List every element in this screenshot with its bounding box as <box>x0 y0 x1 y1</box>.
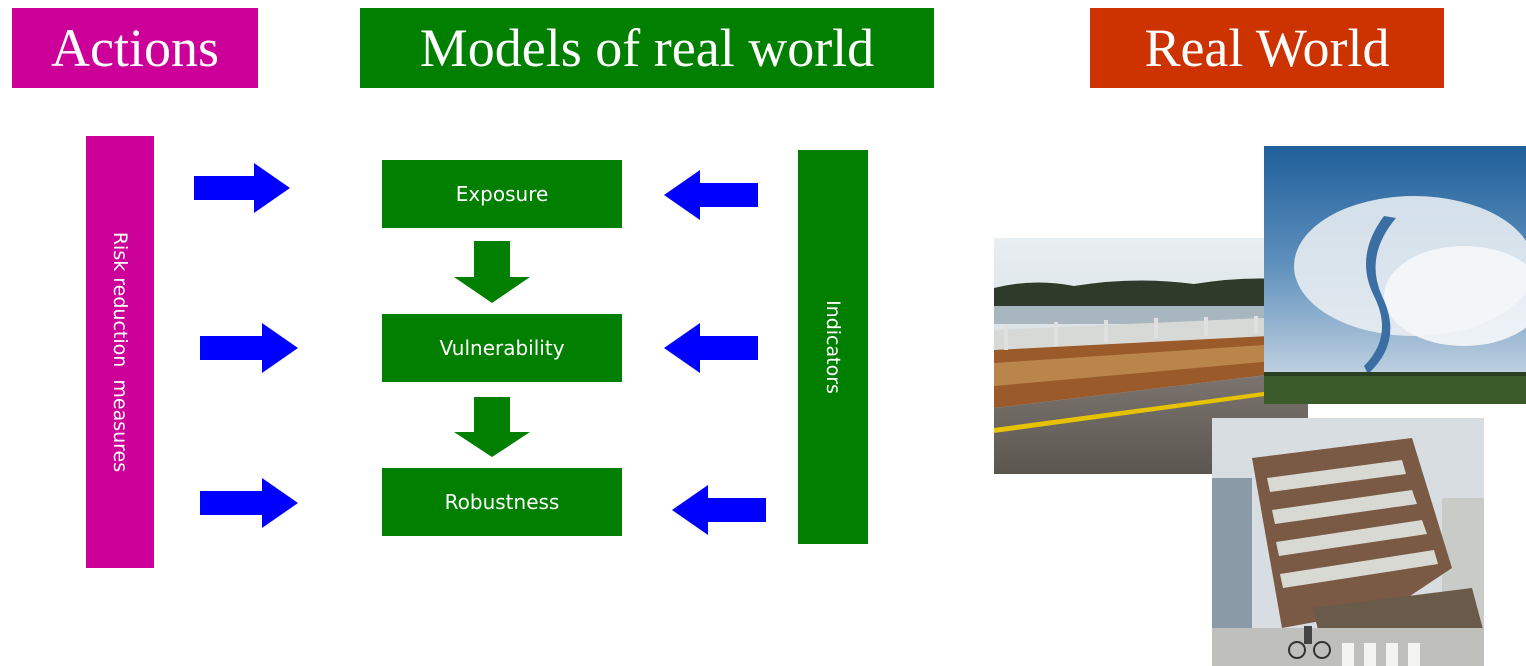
collapsed-building-photo <box>1212 418 1484 666</box>
real-world-header-label: Real World <box>1144 18 1390 78</box>
vulnerability-box: Vulnerability <box>382 314 622 382</box>
real-world-header: Real World <box>1090 8 1444 88</box>
tornado-photo <box>1264 146 1526 404</box>
indicators-label: Indicators <box>822 300 845 394</box>
models-header-label: Models of real world <box>419 18 875 78</box>
robustness-label: Robustness <box>444 490 560 514</box>
actions-header-label: Actions <box>51 18 219 78</box>
left-arrow-icon <box>664 170 758 220</box>
left-arrow-icon <box>664 323 758 373</box>
right-arrow-icon <box>200 478 298 528</box>
robustness-box: Robustness <box>382 468 622 536</box>
right-arrow-icon <box>194 163 290 213</box>
right-arrow-icon <box>200 323 298 373</box>
models-header: Models of real world <box>360 8 934 88</box>
down-arrow-icon <box>454 397 530 457</box>
left-arrow-icon <box>672 485 766 535</box>
exposure-label: Exposure <box>455 182 549 206</box>
indicators-bar: Indicators <box>798 150 868 544</box>
risk-reduction-label: Risk reduction measures <box>109 231 132 473</box>
actions-header: Actions <box>12 8 258 88</box>
risk-reduction-bar: Risk reduction measures <box>86 136 154 568</box>
exposure-box: Exposure <box>382 160 622 228</box>
vulnerability-label: Vulnerability <box>439 336 565 360</box>
down-arrow-icon <box>454 241 530 303</box>
bridge-photo <box>994 238 1308 474</box>
